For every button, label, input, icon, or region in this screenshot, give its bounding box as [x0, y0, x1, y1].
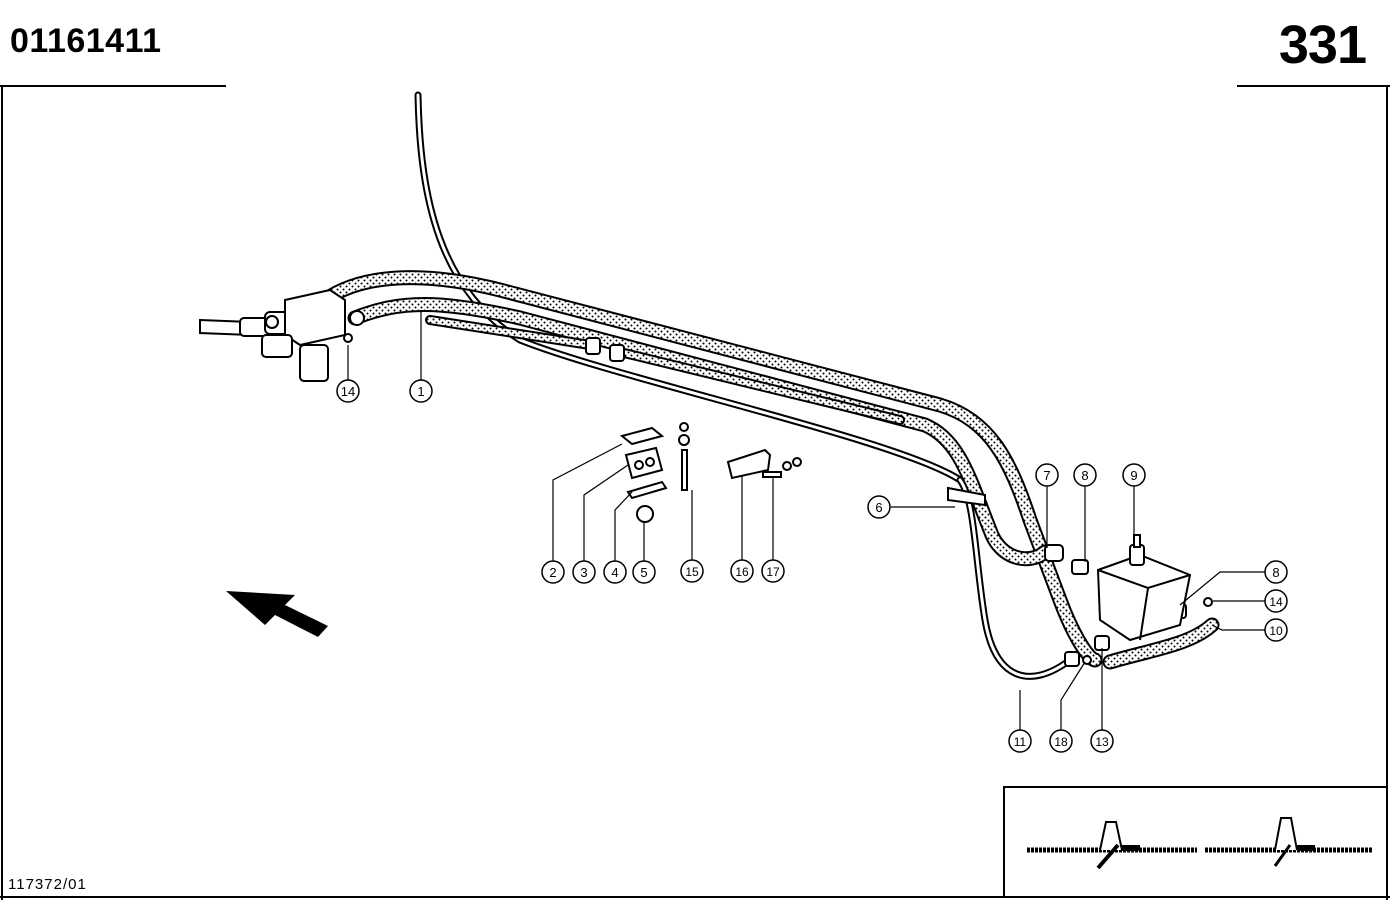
fittings — [343, 333, 1213, 667]
callout-8-right: 8 — [1264, 560, 1288, 584]
callout-13: 13 — [1090, 729, 1114, 753]
callout-2: 2 — [541, 560, 565, 584]
svg-text:14: 14 — [1269, 595, 1283, 609]
svg-text:15: 15 — [685, 565, 699, 579]
callout-18: 18 — [1049, 729, 1073, 753]
svg-text:13: 13 — [1095, 735, 1109, 749]
callout-4: 4 — [603, 560, 627, 584]
svg-text:8: 8 — [1272, 565, 1279, 580]
leader-lines — [347, 310, 1265, 730]
svg-text:4: 4 — [611, 565, 618, 580]
svg-text:3: 3 — [580, 565, 587, 580]
svg-text:5: 5 — [640, 565, 647, 580]
part-number: 01161411 — [10, 22, 162, 60]
hydraulic-pump — [1096, 534, 1192, 642]
svg-text:16: 16 — [735, 565, 749, 579]
callout-5: 5 — [632, 560, 656, 584]
svg-text:18: 18 — [1054, 735, 1068, 749]
callout-14-left: 14 — [336, 379, 360, 403]
callout-10: 10 — [1264, 618, 1288, 642]
callout-3: 3 — [572, 560, 596, 584]
callout-16: 16 — [730, 559, 754, 583]
svg-text:7: 7 — [1043, 468, 1050, 483]
callout-7: 7 — [1035, 463, 1059, 487]
page-number: 331 — [1278, 15, 1367, 75]
callout-9: 9 — [1122, 463, 1146, 487]
hoses — [317, 91, 1220, 680]
svg-text:10: 10 — [1269, 624, 1283, 638]
brackets — [619, 422, 986, 523]
callout-8-top: 8 — [1073, 463, 1097, 487]
callout-6: 6 — [867, 495, 891, 519]
svg-text:8: 8 — [1081, 468, 1088, 483]
svg-text:17: 17 — [766, 565, 780, 579]
svg-text:2: 2 — [549, 565, 556, 580]
svg-text:6: 6 — [875, 500, 882, 515]
inset-detail — [1027, 817, 1372, 870]
callout-15: 15 — [680, 559, 704, 583]
valve-block — [199, 288, 365, 382]
callout-17: 17 — [761, 559, 785, 583]
callout-14-right: 14 — [1264, 589, 1288, 613]
frame — [0, 85, 1390, 900]
direction-arrow — [226, 591, 328, 637]
svg-text:14: 14 — [341, 384, 355, 399]
drawing-id: 117372/01 — [8, 876, 87, 893]
callouts: 14 1 2 3 4 5 15 16 17 6 7 8 9 8 14 10 11… — [336, 379, 1288, 753]
svg-text:1: 1 — [417, 384, 424, 399]
callout-1: 1 — [409, 379, 433, 403]
callout-11: 11 — [1008, 729, 1032, 753]
svg-text:9: 9 — [1130, 468, 1137, 483]
svg-text:11: 11 — [1014, 735, 1027, 749]
